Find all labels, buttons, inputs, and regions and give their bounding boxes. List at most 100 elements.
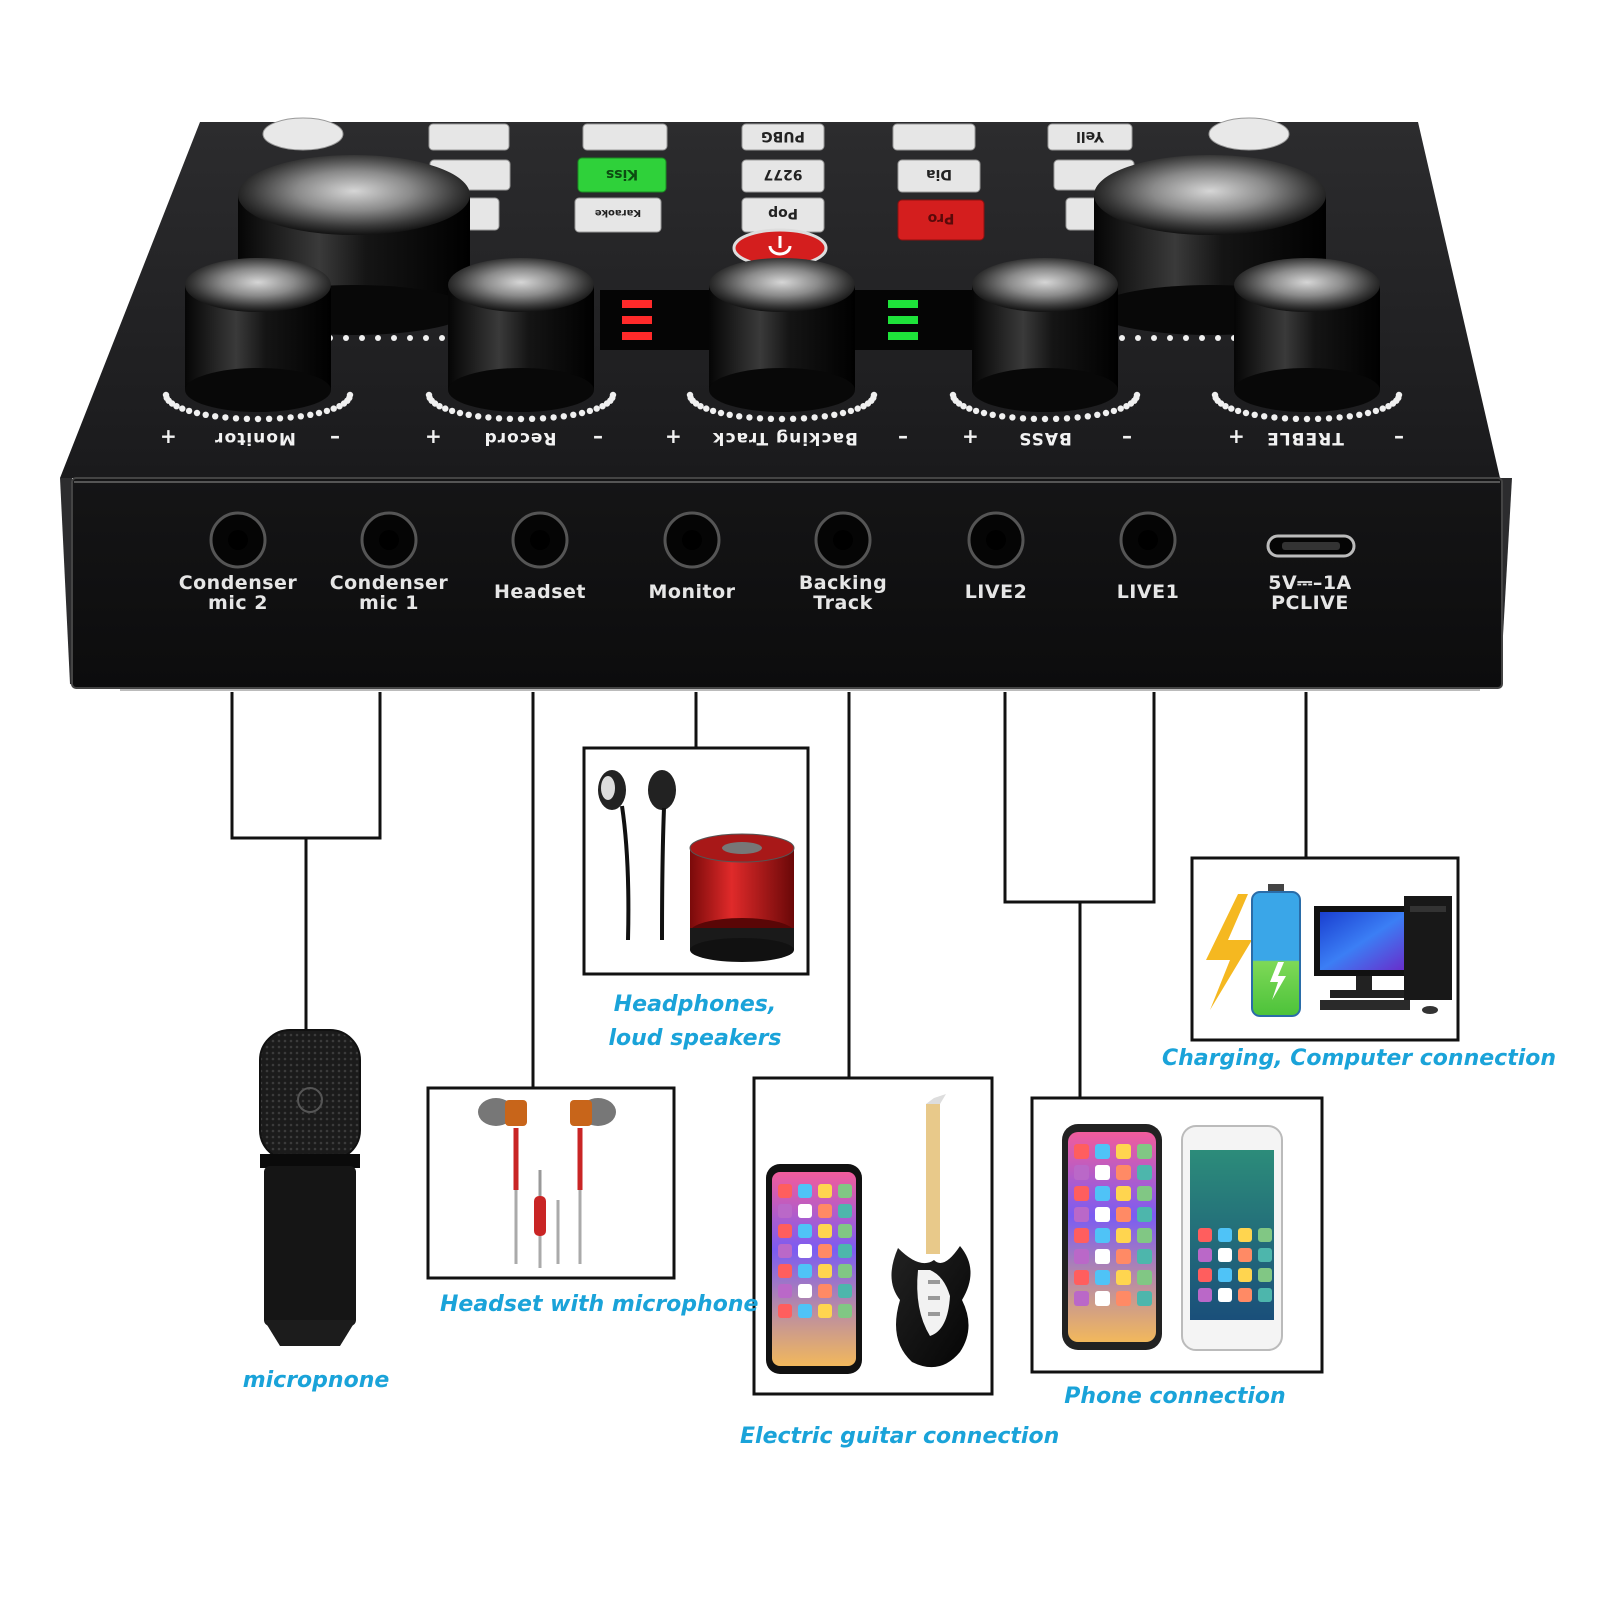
button-9277[interactable]: [741, 159, 825, 193]
led-red-indicators: [622, 300, 652, 340]
knob-scale-dot: [1063, 415, 1071, 422]
bass-plus-sign: +: [962, 424, 979, 448]
knob-scale-dot: [1084, 413, 1092, 420]
knob-scale-dot: [1303, 415, 1311, 423]
big-knob-scale-dot: [1167, 335, 1173, 341]
app-icon: [1198, 1288, 1212, 1302]
knob-backing-track[interactable]: [709, 258, 855, 412]
caption-guitar: Electric guitar connection: [740, 1424, 1060, 1449]
knob-scale-dot: [1356, 411, 1363, 418]
knob-scale-dot: [232, 415, 240, 422]
big-knob-scale-dot: [1135, 335, 1141, 341]
app-icon: [818, 1284, 832, 1298]
jack-headset[interactable]: [511, 511, 569, 569]
knob-scale-dot: [980, 409, 988, 417]
iphone-icon: [1062, 1124, 1162, 1350]
app-icon: [1218, 1228, 1232, 1242]
app-icon: [818, 1304, 832, 1318]
app-icon: [838, 1264, 852, 1278]
karaoke-button-label: Karaoke: [594, 207, 642, 218]
app-icon: [1074, 1291, 1089, 1306]
knob-scale-dot: [609, 391, 617, 399]
jack-condenser-mic-1[interactable]: [360, 511, 418, 569]
app-icon: [1137, 1291, 1152, 1306]
mixer-device: [60, 117, 1512, 689]
app-icon: [1074, 1144, 1089, 1159]
knob-scale-dot: [593, 405, 600, 412]
jack-backing-track[interactable]: [814, 511, 872, 569]
app-icon: [1095, 1249, 1110, 1264]
app-icon: [1116, 1144, 1131, 1159]
backing-track-plus-sign: +: [665, 424, 682, 448]
power-button[interactable]: [732, 228, 828, 268]
knob-label-backing-track: Backing Track: [712, 428, 858, 448]
knob-monitor[interactable]: [185, 258, 331, 412]
app-icon: [838, 1304, 852, 1318]
knob-scale-dot: [1364, 409, 1372, 417]
knob-scale-dot: [212, 413, 219, 420]
app-icon: [1137, 1249, 1152, 1264]
knob-scale-dot: [972, 407, 980, 415]
jack-condenser-mic-2[interactable]: [209, 511, 267, 569]
app-icon: [778, 1304, 792, 1318]
app-icon: [778, 1244, 792, 1258]
port-label-backing-track: Backing Track: [798, 572, 888, 614]
knob-scale-dot: [800, 415, 808, 422]
app-icon: [1095, 1207, 1110, 1222]
dia-button[interactable]: [897, 159, 981, 193]
big-knob-scale-dot: [1199, 335, 1205, 341]
knob-scale-dot: [1271, 414, 1278, 421]
app-icon: [1074, 1249, 1089, 1264]
app-icon: [1116, 1249, 1131, 1264]
app-icon: [798, 1264, 812, 1278]
knob-scale-dot: [179, 405, 186, 412]
knob-scale-dot: [550, 414, 557, 421]
knob-scale-dot: [811, 414, 818, 421]
app-icon: [1137, 1186, 1152, 1201]
knob-scale-dot: [517, 415, 525, 423]
kiss-button[interactable]: [577, 157, 667, 193]
pubg-button[interactable]: [741, 123, 825, 151]
knob-scale-dot: [1261, 413, 1268, 420]
big-knob-scale-dot: [423, 335, 429, 341]
knob-scale-dot: [586, 407, 594, 415]
jack-live2[interactable]: [967, 511, 1025, 569]
app-icon: [1198, 1268, 1212, 1282]
knob-treble[interactable]: [1234, 258, 1380, 412]
knob-record[interactable]: [448, 258, 594, 412]
big-knob-scale-dot: [1119, 335, 1125, 341]
knob-scale-dot: [1251, 411, 1258, 418]
knob-scale-dot: [1030, 415, 1038, 422]
app-icon: [1116, 1186, 1131, 1201]
knob-scale-dot: [746, 414, 753, 421]
kiss-button-label: Kiss: [605, 166, 639, 182]
pro-button[interactable]: [897, 199, 985, 241]
knob-scale-dot: [1234, 407, 1242, 415]
pop-button-label: Pop: [768, 205, 798, 221]
knob-scale-dot: [1094, 411, 1101, 418]
knob-scale-dot: [475, 413, 482, 420]
jack-live1[interactable]: [1119, 511, 1177, 569]
app-icon: [1116, 1228, 1131, 1243]
usb-port-pclive[interactable]: [1266, 534, 1356, 558]
port-label-condenser-mic-1: Condenser mic 1: [329, 572, 449, 614]
knob-dot-rings: [162, 335, 1403, 423]
app-icon: [1218, 1268, 1232, 1282]
yell-button[interactable]: [1047, 123, 1133, 151]
android-phone-icon: [1181, 1125, 1283, 1351]
app-icon: [1095, 1291, 1110, 1306]
jack-monitor[interactable]: [663, 511, 721, 569]
knob-bass[interactable]: [972, 258, 1118, 412]
big-knob-scale-dot: [439, 335, 445, 341]
knob-scale-dot: [193, 409, 201, 417]
knob-scale-dot: [495, 415, 503, 422]
knob-scale-dot: [1102, 409, 1110, 417]
knob-scale-dot: [999, 413, 1006, 420]
knob-scale-dot: [989, 411, 996, 418]
app-icon: [1095, 1186, 1110, 1201]
app-icon: [1116, 1270, 1131, 1285]
app-icon: [798, 1304, 812, 1318]
app-icon: [1074, 1186, 1089, 1201]
karaoke-button[interactable]: [574, 197, 662, 233]
